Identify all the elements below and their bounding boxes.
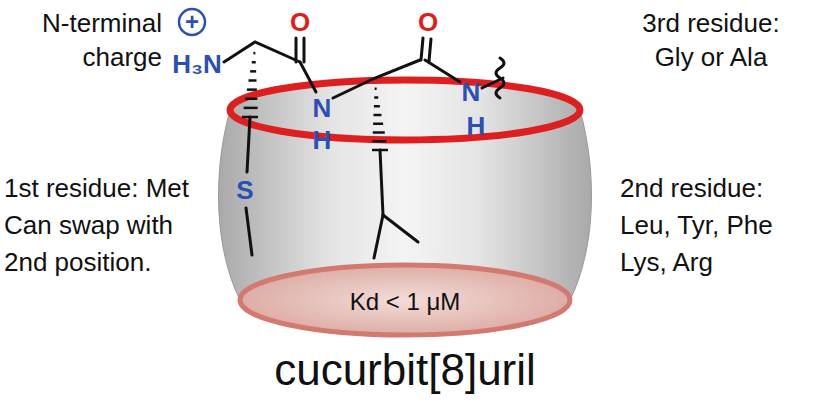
wedge-hash — [374, 114, 382, 117]
atom-label: O — [290, 8, 310, 37]
peptide-bonds — [224, 38, 504, 258]
wedge-hash — [242, 116, 258, 119]
atom-label: H₃N — [172, 50, 222, 79]
atom-label: O — [418, 8, 438, 37]
wedge-hash — [244, 107, 258, 110]
wedge-hash — [373, 131, 385, 134]
host-name: cucurbit[8]uril — [274, 346, 536, 394]
atom-label: N — [462, 78, 481, 107]
annotation-text: 1st residue: Met Can swap with 2nd posit… — [4, 170, 216, 281]
wedge-hash — [252, 61, 256, 64]
hashed-wedge — [372, 89, 388, 150]
barrel-bottom-portal — [240, 265, 570, 335]
wedge-hash — [245, 98, 257, 101]
charge-circle — [179, 9, 205, 35]
wedge-hash — [372, 140, 386, 143]
wedge-hash — [250, 70, 256, 73]
wedge-hash — [374, 96, 378, 99]
atom-label: S — [236, 176, 253, 205]
atom-label: N — [313, 94, 332, 123]
wedge-hash — [374, 105, 380, 108]
wedge-hash — [247, 88, 257, 91]
charge-symbol: + — [185, 9, 199, 35]
wedge-hash — [253, 52, 255, 55]
annotation-text: 3rd residue: Gly or Ala — [625, 6, 797, 74]
affinity-label: Kd < 1 μM — [350, 289, 461, 315]
annotation-text: N-terminal charge — [4, 6, 162, 74]
wedge-hash — [373, 123, 383, 126]
wedge-hash — [249, 79, 257, 82]
atom-label: H — [313, 126, 332, 155]
annotation-text: 2nd residue: Leu, Tyr, Phe Lys, Arg — [620, 170, 805, 281]
wedge-hash — [372, 149, 388, 152]
atom-label: H — [467, 112, 486, 141]
barrel-top-portal — [230, 80, 580, 140]
wedge-hash — [375, 88, 377, 91]
hashed-wedge — [242, 53, 258, 117]
barrel-body — [219, 80, 592, 335]
